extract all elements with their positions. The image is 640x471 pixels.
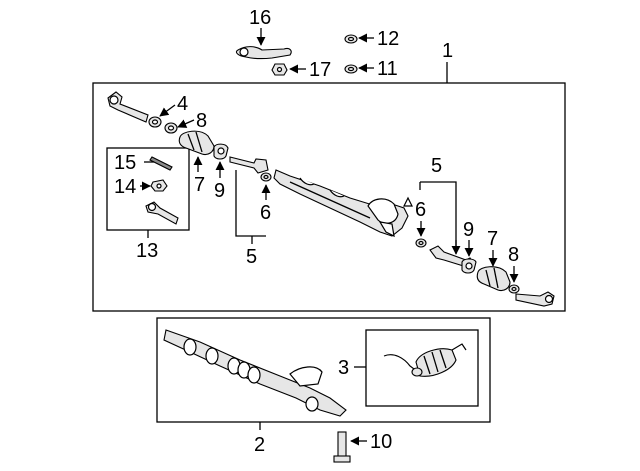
- callout-14: 14: [114, 176, 136, 198]
- part-12-boot-clamp: [344, 34, 358, 44]
- callout-6-left: 6: [260, 202, 271, 224]
- callout-1: 1: [442, 40, 453, 62]
- part-6-lock-washer-right: [415, 238, 427, 248]
- part-3-boot-detail: [383, 343, 467, 377]
- callout-7-left: 7: [194, 174, 205, 196]
- callout-16: 16: [249, 7, 271, 29]
- callout-3: 3: [338, 357, 349, 379]
- part-4-jam-nut-left: [148, 116, 162, 128]
- callout-8-left: 8: [196, 110, 207, 132]
- callout-9-right: 9: [463, 219, 474, 241]
- callout-10: 10: [370, 431, 392, 453]
- part-5-inner-tie-rod-left: [229, 156, 269, 174]
- callout-17: 17: [309, 59, 331, 81]
- callout-5-right: 5: [431, 155, 442, 177]
- part-15-cotter-pin: [149, 156, 173, 171]
- callout-11: 11: [377, 58, 398, 80]
- callout-5-left: 5: [246, 246, 257, 268]
- part-10-bolt: [333, 431, 351, 463]
- main-assembly-box: [92, 82, 566, 312]
- part-2-rack-housing: [163, 329, 347, 417]
- part-14-castle-nut: [150, 179, 168, 192]
- callout-2: 2: [254, 434, 265, 456]
- callout-13: 13: [136, 240, 158, 262]
- part-16-tie-rod-end-upper: [235, 46, 292, 60]
- rack-housing-box: [156, 317, 491, 423]
- part-17-nut: [271, 63, 288, 76]
- part-6-lock-washer-left: [260, 172, 272, 182]
- callout-8-right: 8: [508, 244, 519, 266]
- part-8-boot-clamp-right: [508, 284, 520, 294]
- part-7-rack-boot-right: [476, 266, 511, 292]
- part-9-clamp-left: [213, 143, 229, 160]
- part-9-clamp-right: [461, 258, 477, 274]
- callout-7-right: 7: [487, 228, 498, 250]
- outer-tie-rod-end-right: [515, 291, 555, 307]
- callout-12: 12: [377, 28, 399, 50]
- part-7-rack-boot-left: [178, 130, 215, 156]
- outer-tie-rod-end-left: [107, 91, 149, 123]
- part-11-bushing: [344, 64, 358, 74]
- callout-15: 15: [114, 152, 136, 174]
- tie-rod-end-kit-part: [145, 201, 179, 225]
- boot-detail-box: [365, 329, 479, 407]
- callout-9-left: 9: [214, 180, 225, 202]
- steering-gear-rack: [273, 169, 413, 238]
- part-8-boot-clamp-left: [164, 122, 178, 134]
- callout-6-right: 6: [415, 199, 426, 221]
- callout-4: 4: [177, 93, 188, 115]
